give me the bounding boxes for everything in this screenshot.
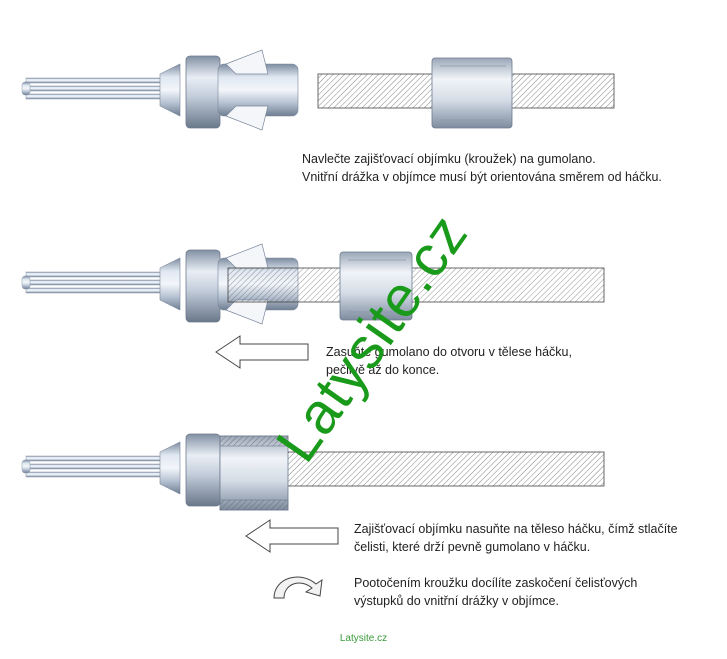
step2-sleeve [339,251,413,321]
step1-line2: Vnitřní drážka v objímce musí být orient… [302,170,662,184]
step3-hook [21,433,221,507]
step2-caption: Zasuňte gumolano do otvoru v tělese háčk… [326,343,572,379]
footer-text: Latysite.cz [339,633,388,644]
step3-caption: Zajišťovací objímku nasuňte na těleso há… [354,520,678,556]
step4-line1: Pootočením kroužku docílíte zaskočení če… [354,576,638,590]
step3-sleeve [219,435,289,511]
step1-line1: Navlečte zajišťovací objímku (kroužek) n… [302,152,596,166]
step2-rope [227,267,605,303]
arrow-left-icon [245,519,339,553]
step1-sleeve [431,57,513,129]
step3-line1: Zajišťovací objímku nasuňte na těleso há… [354,522,678,536]
step4-line2: výstupků do vnitřní drážky v objímce. [354,594,559,608]
step2-line1: Zasuňte gumolano do otvoru v tělese háčk… [326,345,572,359]
rotate-arrow-icon [273,576,323,599]
step1-caption: Navlečte zajišťovací objímku (kroužek) n… [302,150,662,186]
step3-line2: čelisti, které drží pevně gumolano v háč… [354,540,591,554]
step4-caption: Pootočením kroužku docílíte zaskočení če… [354,574,637,610]
arrow-left-icon [215,335,309,369]
step3-rope [285,451,605,487]
step1-hook [21,49,299,131]
step2-line2: pečlivě až do konce. [326,363,440,377]
